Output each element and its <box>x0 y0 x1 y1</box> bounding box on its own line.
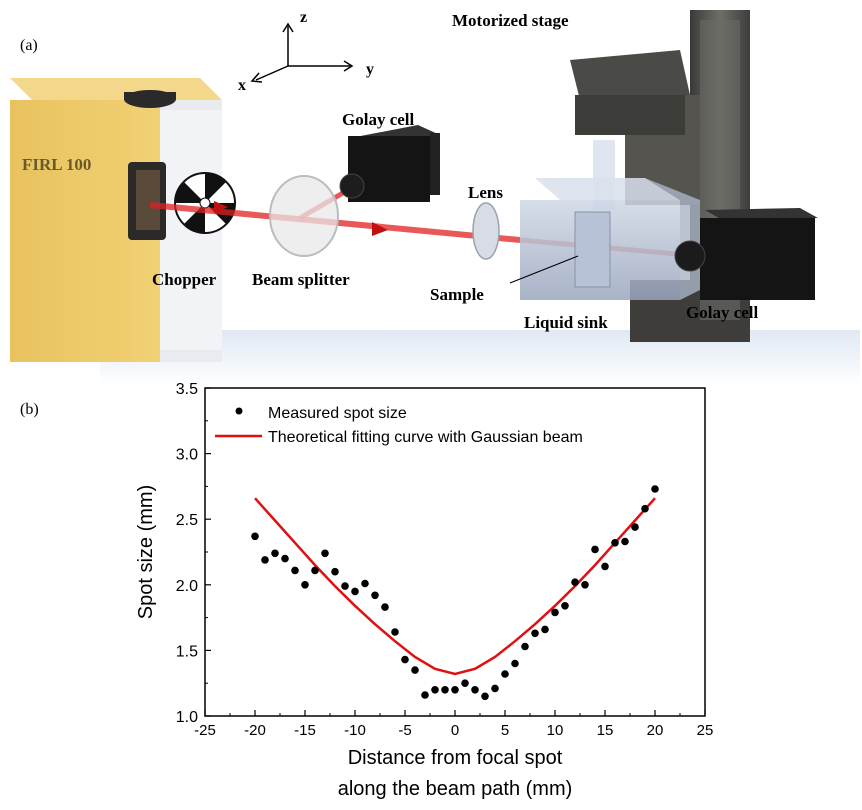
data-point <box>271 549 279 558</box>
tick-layer: -25 -20 -15 -10 -5 0 5 10 15 20 25 1.0 1.5 2.0 2.5 3.0 3… <box>176 381 714 739</box>
data-point <box>311 566 319 575</box>
data-point <box>341 582 349 590</box>
data-point <box>571 578 579 586</box>
motorized-stage-label: Motorized stage <box>452 11 569 30</box>
y-tick-label: 1.5 <box>176 643 198 660</box>
data-point <box>361 579 369 588</box>
x-tick-label: 25 <box>697 722 714 739</box>
fit-curve-layer <box>254 497 656 676</box>
x-tick-label: 5 <box>501 722 509 739</box>
setup-illustration: (a) z y x FIRL 100 <box>10 9 860 385</box>
y-tick-label: 3.5 <box>176 381 198 398</box>
x-tick-label: 0 <box>451 722 459 739</box>
golay-cell-right-label: Golay cell <box>686 303 759 322</box>
sample <box>574 211 611 288</box>
data-point <box>621 537 629 546</box>
points-layer <box>251 485 659 701</box>
data-point <box>421 691 429 699</box>
legend-label-fit: Theoretical fitting curve with Gaussian … <box>268 429 583 446</box>
panel-a-label: (a) <box>20 37 38 54</box>
data-point <box>411 666 419 674</box>
data-point <box>281 554 289 563</box>
data-point <box>471 686 479 694</box>
data-point <box>331 567 339 576</box>
data-point <box>461 679 469 687</box>
data-point <box>371 591 379 600</box>
data-point <box>351 587 359 596</box>
data-point <box>591 545 599 554</box>
fit-curve-line <box>254 497 656 676</box>
data-point <box>531 629 539 638</box>
golay-cell-top-label: Golay cell <box>342 110 415 129</box>
beam-splitter-label: Beam splitter <box>252 270 350 289</box>
firl-label: FIRL 100 <box>22 155 91 174</box>
golay-cell-top <box>339 125 440 202</box>
y-axis-title: Spot size (mm) <box>135 485 157 619</box>
data-point <box>541 625 549 634</box>
data-point <box>301 581 309 589</box>
data-point <box>431 686 439 694</box>
sample-label: Sample <box>430 285 484 304</box>
legend-label-measured: Measured spot size <box>268 405 407 422</box>
lens <box>472 202 500 260</box>
data-point <box>291 566 299 575</box>
x-tick-label: -20 <box>244 722 266 739</box>
data-point <box>481 692 489 701</box>
data-point <box>651 485 659 493</box>
beam-arrow-2 <box>372 222 388 236</box>
data-point <box>321 549 329 558</box>
legend-marker-measured <box>235 407 243 415</box>
y-tick-label: 3.0 <box>176 447 198 464</box>
x-tick-label: -15 <box>294 722 316 739</box>
x-tick-label: -5 <box>398 722 411 739</box>
data-point <box>251 532 259 541</box>
lens-label: Lens <box>468 183 503 202</box>
x-tick-label: 20 <box>647 722 664 739</box>
axis-x-label: x <box>238 77 246 94</box>
x-tick-label: 10 <box>547 722 564 739</box>
chart-panel: (b) -25 -20 -15 -10 -5 0 5 10 15 20 25 1.0 1.5 2.0 2.5… <box>20 381 713 800</box>
data-point <box>581 581 589 589</box>
golay-cell-right <box>674 208 818 300</box>
y-tick-label: 2.5 <box>176 512 198 529</box>
chopper-label: Chopper <box>152 270 217 289</box>
y-tick-label: 2.0 <box>176 578 198 595</box>
x-axis-title-line1: Distance from focal spot <box>348 747 563 769</box>
beam-arrow-1 <box>214 201 228 213</box>
data-point <box>391 628 399 636</box>
data-point <box>611 539 619 547</box>
data-point <box>401 655 409 664</box>
data-point <box>381 603 389 611</box>
x-tick-label: 15 <box>597 722 614 739</box>
data-point <box>511 659 519 668</box>
y-tick-label: 1.0 <box>176 709 198 726</box>
data-point <box>641 504 649 513</box>
beam-splitter <box>269 175 339 257</box>
coordinate-axes <box>250 22 354 83</box>
data-point <box>441 686 449 694</box>
sample-pointer <box>509 255 579 284</box>
data-point <box>631 523 639 531</box>
data-point <box>261 556 269 564</box>
chopper <box>128 162 236 240</box>
x-tick-label: -25 <box>194 722 216 739</box>
data-point <box>491 684 499 693</box>
liquid-sink-label: Liquid sink <box>524 313 608 332</box>
panel-b-label: (b) <box>20 401 39 418</box>
x-axis-title-line2: along the beam path (mm) <box>338 778 573 800</box>
liquid-sink <box>520 178 700 300</box>
data-point <box>521 642 529 651</box>
data-point <box>551 608 559 617</box>
axis-z-label: z <box>300 9 307 26</box>
x-tick-label: -10 <box>344 722 366 739</box>
data-point <box>561 602 569 610</box>
legend: Measured spot size Theoretical fitting c… <box>215 405 583 446</box>
axis-y-label: y <box>366 61 374 78</box>
data-point <box>451 686 459 694</box>
data-point <box>601 562 609 571</box>
data-point <box>501 670 509 678</box>
